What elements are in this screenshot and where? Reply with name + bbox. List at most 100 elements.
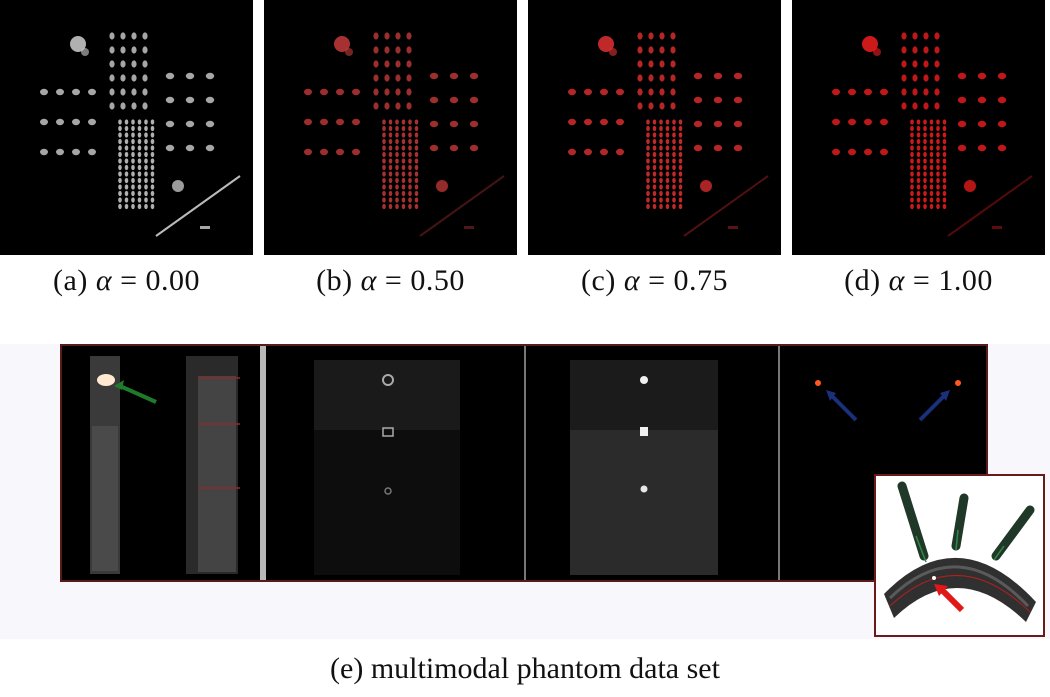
marker-top	[131, 32, 137, 40]
marker-column	[923, 171, 927, 177]
marker-column	[910, 158, 914, 164]
sphere-bottom	[700, 180, 712, 192]
marker-top	[384, 88, 390, 96]
marker-left	[832, 118, 840, 126]
marker-column	[665, 190, 670, 197]
panel-b	[264, 0, 517, 255]
marker-column	[382, 138, 386, 145]
marker-column	[118, 138, 122, 145]
marker-left	[864, 88, 872, 96]
marker-top	[923, 46, 929, 54]
highlight-blob	[97, 374, 115, 386]
marker-top	[131, 60, 137, 68]
marker-left	[848, 88, 856, 96]
marker-column	[936, 151, 940, 158]
marker-right	[185, 72, 195, 80]
marker-column	[144, 151, 148, 158]
marker-top	[923, 102, 929, 110]
marker-left	[304, 148, 312, 156]
marker-column	[923, 125, 927, 132]
marker-column	[137, 203, 142, 210]
marker-column	[414, 190, 419, 197]
sphere-small	[609, 48, 617, 56]
marker-top	[923, 74, 929, 82]
separator-2	[524, 346, 526, 580]
marker-column	[124, 151, 129, 158]
marker-left	[616, 88, 624, 96]
marker-column	[929, 184, 934, 190]
marker-column	[401, 151, 406, 158]
marker-column	[388, 145, 393, 151]
diagonal-rod	[947, 175, 1033, 237]
marker-column	[672, 145, 676, 151]
marker-column	[936, 171, 940, 177]
marker-column	[414, 177, 419, 184]
marker-column	[929, 151, 934, 158]
marker-column	[382, 190, 386, 197]
marker-right	[713, 72, 723, 80]
marker-column	[646, 125, 650, 132]
marker-column	[401, 125, 406, 132]
marker-left	[40, 118, 48, 126]
marker-column	[916, 151, 921, 158]
marker-column	[395, 197, 399, 203]
marker-top	[395, 60, 401, 68]
marker-top	[395, 46, 401, 54]
marker-column	[672, 132, 676, 138]
green-arrow-shaft	[119, 384, 157, 404]
marker-top	[912, 32, 918, 40]
marker-right	[429, 96, 439, 104]
marker-left	[568, 148, 576, 156]
marker-top	[373, 32, 379, 40]
marker-top	[934, 46, 940, 54]
marker-top	[670, 88, 676, 96]
marker-right	[957, 96, 967, 104]
marker-column	[942, 138, 947, 145]
ct-marker-3	[640, 485, 648, 493]
caption-d-equation: = 1.00	[912, 264, 993, 297]
marker-right	[429, 72, 439, 80]
marker-column	[131, 132, 135, 138]
marker-column	[665, 132, 670, 138]
inset-white-dot	[932, 576, 936, 580]
marker-right	[469, 72, 479, 80]
tube-centerline	[889, 575, 1031, 613]
marker-top	[670, 102, 676, 110]
marker-column	[137, 138, 142, 145]
marker-column	[665, 203, 670, 210]
caption-c-label: (c)	[581, 264, 616, 297]
marker-column	[659, 197, 663, 203]
marker-right	[693, 120, 703, 128]
marker-column	[144, 203, 148, 210]
marker-left	[600, 118, 608, 126]
marker-top	[901, 46, 907, 54]
marker-column	[672, 203, 676, 210]
marker-left	[352, 148, 360, 156]
marker-column	[401, 203, 406, 210]
marker-column	[414, 164, 419, 171]
marker-column	[672, 138, 676, 145]
marker-right	[449, 72, 459, 80]
marker-column	[408, 177, 412, 184]
marker-column	[150, 125, 155, 132]
marker-column	[929, 203, 934, 210]
marker-column	[124, 125, 129, 132]
marker-top	[142, 102, 148, 110]
marker-column	[678, 190, 683, 197]
marker-column	[124, 184, 129, 190]
marker-column	[678, 197, 683, 203]
marker-right	[733, 72, 743, 80]
marker-column	[150, 132, 155, 138]
marker-column	[131, 190, 135, 197]
marker-column	[388, 158, 393, 164]
marker-top	[109, 74, 115, 82]
marker-left	[336, 88, 344, 96]
marker-column	[388, 184, 393, 190]
marker-column	[916, 138, 921, 145]
marker-right	[713, 144, 723, 152]
marker-right	[977, 120, 987, 128]
marker-column	[929, 177, 934, 184]
marker-top	[395, 32, 401, 40]
marker-column	[910, 119, 914, 125]
marker-column	[659, 184, 663, 190]
